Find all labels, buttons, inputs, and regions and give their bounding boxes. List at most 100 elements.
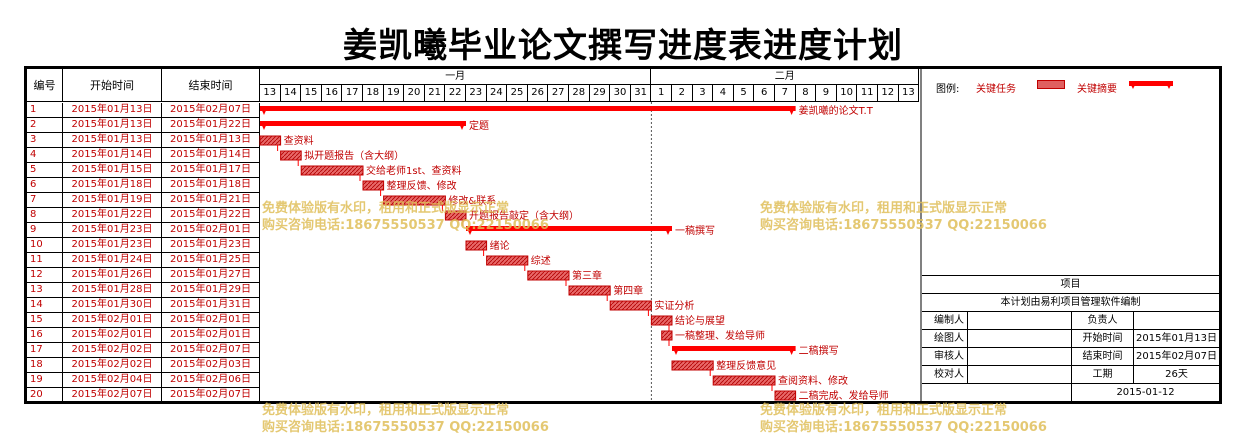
day-header: 27 (548, 85, 569, 102)
task-end-date: 2015年01月25日 (162, 253, 260, 268)
day-header: 29 (589, 85, 611, 102)
task-end-date: 2015年01月18日 (162, 178, 260, 193)
task-start-date: 2015年01月28日 (63, 283, 162, 298)
day-header: 17 (342, 85, 363, 102)
task-id: 14 (27, 298, 63, 313)
task-start-date: 2015年01月26日 (63, 268, 162, 283)
task-label: 实证分析 (654, 299, 694, 312)
task-label: 二稿撰写 (799, 344, 839, 357)
task-end-date: 2015年02月01日 (162, 328, 260, 343)
task-start-date: 2015年02月02日 (63, 358, 162, 373)
summary-bar-end (458, 121, 466, 130)
info-key: 工期 (1072, 366, 1134, 384)
task-end-date: 2015年02月01日 (162, 223, 260, 238)
task-id: 12 (27, 268, 63, 283)
day-header: 2 (672, 85, 693, 102)
task-label: 二稿完成、发给导师 (799, 389, 889, 402)
summary-bar-start (260, 106, 268, 115)
task-bar (444, 210, 467, 221)
task-bar (300, 165, 364, 176)
task-id: 4 (27, 148, 63, 163)
column-header-id: 编号 (27, 69, 63, 102)
task-end-date: 2015年02月03日 (162, 358, 260, 373)
task-bar (661, 330, 673, 341)
column-header-end: 结束时间 (162, 69, 260, 102)
task-id: 7 (27, 193, 63, 208)
info-key: 结束时间 (1072, 348, 1134, 366)
task-start-date: 2015年02月01日 (63, 313, 162, 328)
task-end-date: 2015年01月23日 (162, 238, 260, 253)
day-header: 23 (466, 85, 487, 102)
task-end-date: 2015年01月27日 (162, 268, 260, 283)
task-start-date: 2015年02月01日 (63, 328, 162, 343)
task-label: 第三章 (572, 269, 602, 282)
info-key: 开始时间 (1072, 330, 1134, 348)
task-bar (486, 255, 529, 266)
task-end-date: 2015年01月22日 (162, 118, 260, 133)
watermark: 免费体验版有水印，租用和正式版显示正常购买咨询电话:18675550537 QQ… (760, 201, 1047, 233)
task-start-date: 2015年02月04日 (63, 373, 162, 388)
task-id: 17 (27, 343, 63, 358)
task-end-date: 2015年01月22日 (162, 208, 260, 223)
task-id: 18 (27, 358, 63, 373)
info-blank (922, 384, 1072, 402)
task-id: 19 (27, 373, 63, 388)
day-header: 21 (424, 85, 446, 102)
task-label: 第四章 (613, 284, 643, 297)
info-key: 校对人 (922, 366, 968, 384)
day-header: 13 (898, 85, 920, 102)
day-header: 10 (836, 85, 858, 102)
legend-title: 图例: (936, 84, 960, 95)
task-bar (671, 360, 714, 371)
task-bar (774, 390, 797, 401)
day-header: 1 (651, 85, 672, 102)
summary-bar (672, 346, 796, 351)
task-id: 6 (27, 178, 63, 193)
summary-bar-end (664, 226, 672, 235)
day-header: 4 (713, 85, 734, 102)
task-bar (527, 270, 570, 281)
task-start-date: 2015年01月18日 (63, 178, 162, 193)
task-bar (465, 240, 488, 251)
day-header: 12 (878, 85, 899, 102)
task-bar (568, 285, 611, 296)
task-label: 绪论 (490, 239, 510, 252)
legend-summary-label: 关键摘要 (1077, 84, 1117, 95)
day-header: 14 (280, 85, 302, 102)
day-header: 18 (363, 85, 384, 102)
task-label: 查阅资料、修改 (778, 374, 848, 387)
task-end-date: 2015年02月07日 (162, 103, 260, 118)
task-start-date: 2015年01月14日 (63, 148, 162, 163)
task-id: 11 (27, 253, 63, 268)
task-start-date: 2015年01月19日 (63, 193, 162, 208)
day-header: 16 (321, 85, 343, 102)
task-id: 3 (27, 133, 63, 148)
task-end-date: 2015年02月06日 (162, 373, 260, 388)
task-end-date: 2015年01月14日 (162, 148, 260, 163)
info-key: 绘图人 (922, 330, 968, 348)
day-header: 7 (775, 85, 796, 102)
day-header: 24 (486, 85, 508, 102)
summary-bar-start (260, 121, 268, 130)
task-start-date: 2015年01月13日 (63, 133, 162, 148)
task-end-date: 2015年02月07日 (162, 388, 260, 403)
task-bar (609, 300, 652, 311)
task-label: 查资料 (284, 134, 314, 147)
task-start-date: 2015年01月23日 (63, 238, 162, 253)
summary-bar (260, 121, 466, 126)
task-start-date: 2015年01月13日 (63, 103, 162, 118)
task-bar (362, 180, 385, 191)
task-end-date: 2015年02月07日 (162, 343, 260, 358)
watermark: 免费体验版有水印，租用和正式版显示正常购买咨询电话:18675550537 QQ… (760, 403, 1047, 435)
day-header: 22 (445, 85, 466, 102)
task-label: 结论与展望 (675, 314, 725, 327)
legend-summary-swatch (1129, 81, 1173, 89)
task-end-date: 2015年01月21日 (162, 193, 260, 208)
task-end-date: 2015年01月31日 (162, 298, 260, 313)
day-header: 31 (630, 85, 652, 102)
info-date: 2015-01-12 (1072, 384, 1220, 402)
watermark: 免费体验版有水印，租用和正式版显示正常购买咨询电话:18675550537 QQ… (262, 201, 549, 233)
day-header: 28 (569, 85, 590, 102)
info-value: 2015年02月07日 (1134, 348, 1220, 366)
